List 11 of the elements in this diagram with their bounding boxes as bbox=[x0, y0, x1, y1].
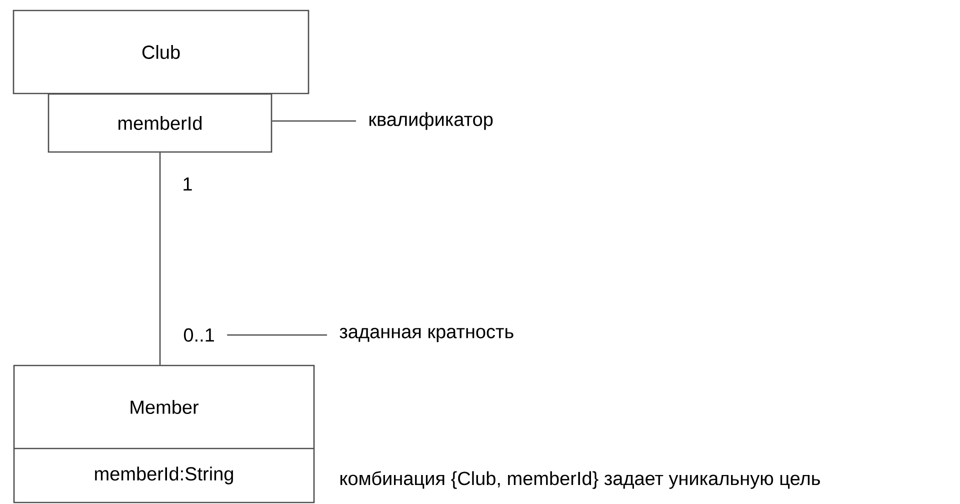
annotation-text: заданная кратность bbox=[340, 328, 514, 342]
class-box: Member memberId:String bbox=[13, 364, 315, 504]
leader-line bbox=[272, 120, 356, 122]
note-text: комбинация {Club, memberId} задает уникальную цель bbox=[340, 471, 820, 489]
multiplicity-text: 0..1 bbox=[184, 328, 214, 342]
association-line bbox=[159, 152, 161, 365]
class-box: Club bbox=[12, 10, 310, 94]
annotation-text: квалификатор bbox=[370, 112, 493, 130]
qualifier-box: memberId bbox=[48, 93, 272, 153]
leader-line bbox=[227, 334, 327, 336]
multiplicity-text: 1 bbox=[184, 177, 192, 191]
